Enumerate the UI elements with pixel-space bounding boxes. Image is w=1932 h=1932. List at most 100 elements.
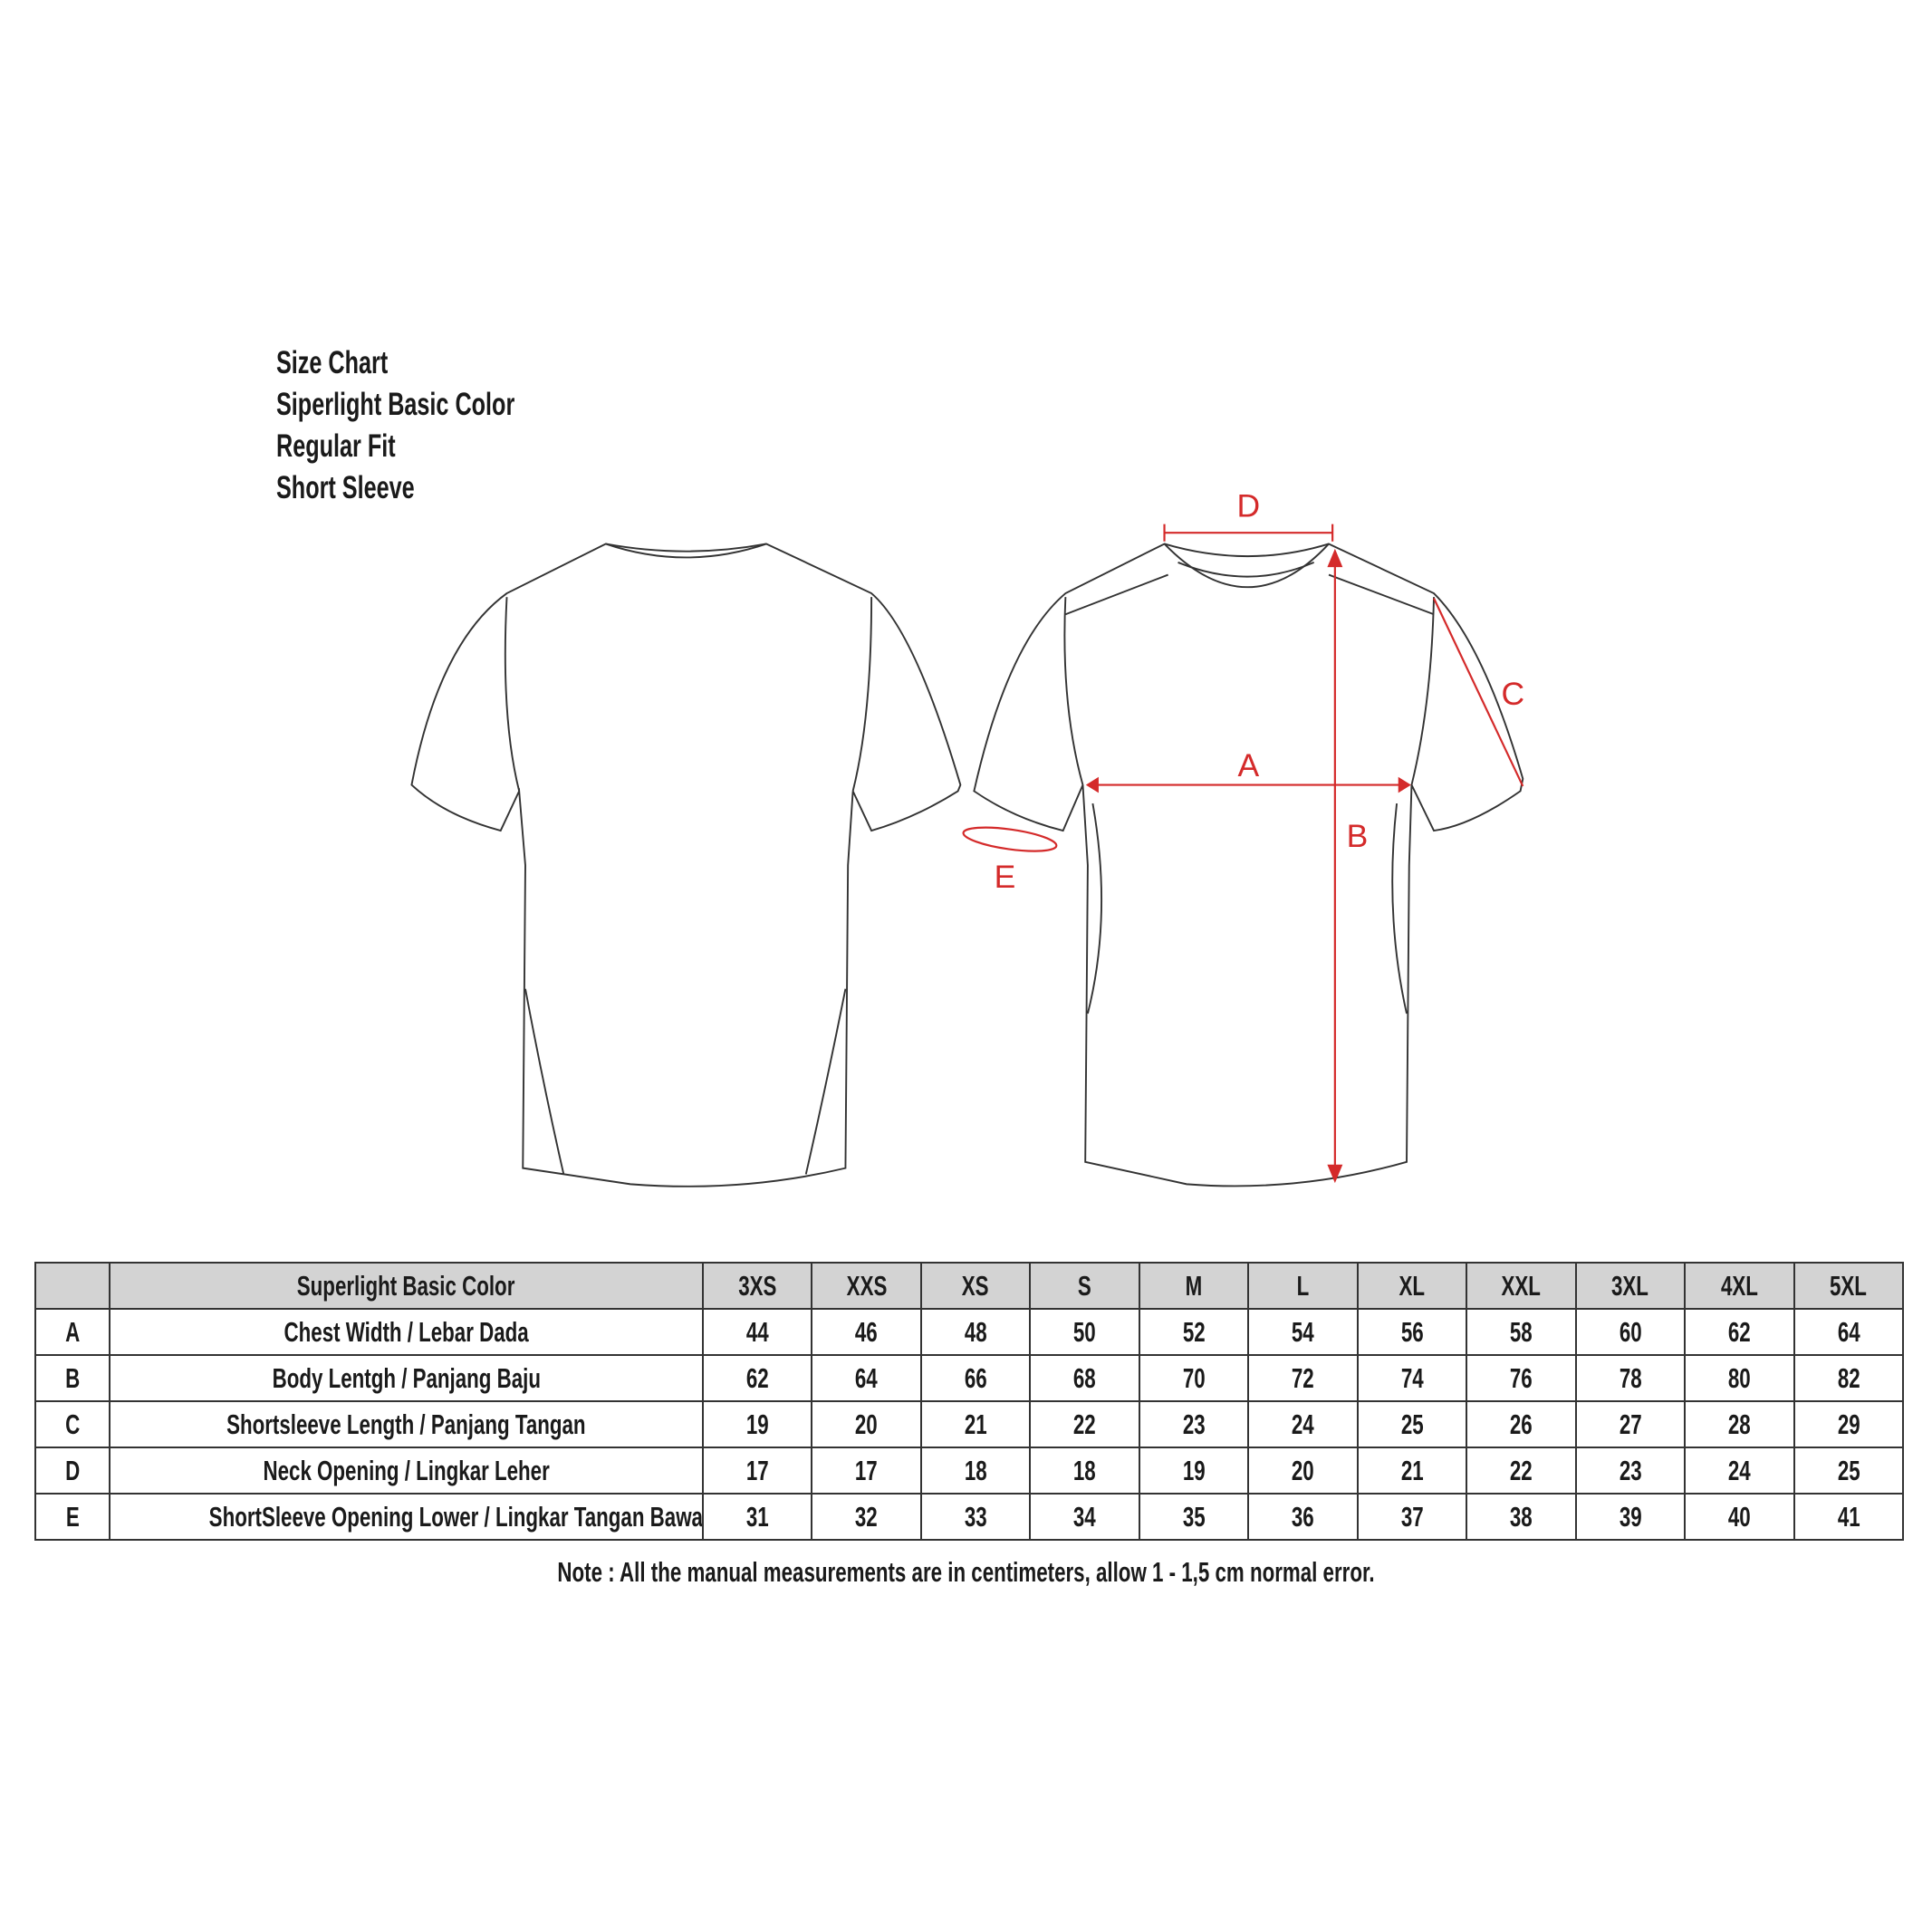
size-value: 17 — [811, 1447, 922, 1495]
title-fit: Regular Fit — [276, 428, 396, 464]
size-value: 50 — [1029, 1308, 1140, 1356]
size-value: 68 — [1029, 1354, 1140, 1402]
size-value: 37 — [1356, 1493, 1468, 1541]
size-value: 58 — [1466, 1308, 1577, 1356]
size-value: 22 — [1466, 1447, 1577, 1495]
size-value: 25 — [1356, 1400, 1468, 1448]
size-value: 52 — [1138, 1308, 1250, 1356]
size-value: 21 — [919, 1400, 1032, 1448]
label-b: B — [1347, 818, 1369, 854]
back-shirt-outline — [410, 543, 962, 1187]
label-d: D — [1237, 487, 1261, 524]
size-value: 19 — [1138, 1447, 1250, 1495]
header-size: S — [1029, 1262, 1140, 1310]
size-value: 33 — [919, 1493, 1032, 1541]
size-value: 41 — [1793, 1493, 1905, 1541]
size-value: 23 — [1574, 1447, 1687, 1495]
size-value: 23 — [1138, 1400, 1250, 1448]
header-size: XXL — [1466, 1262, 1577, 1310]
size-value: 56 — [1356, 1308, 1468, 1356]
title-product: Siperlight Basic Color — [276, 387, 515, 422]
size-value: 24 — [1684, 1447, 1795, 1495]
front-shirt-outline — [973, 543, 1524, 1187]
row-code: E — [34, 1493, 111, 1541]
header-size: 4XL — [1684, 1262, 1795, 1310]
size-value: 32 — [811, 1493, 922, 1541]
header-size: 3XS — [701, 1262, 813, 1310]
size-value: 74 — [1356, 1354, 1468, 1402]
size-value: 28 — [1684, 1400, 1795, 1448]
size-value: 70 — [1138, 1354, 1250, 1402]
header-size: XXS — [811, 1262, 922, 1310]
title-sleeve: Short Sleeve — [276, 470, 415, 505]
size-value: 20 — [1247, 1447, 1359, 1495]
header-size: L — [1247, 1262, 1359, 1310]
size-value: 48 — [919, 1308, 1032, 1356]
row-code: A — [34, 1308, 111, 1356]
row-label: ShortSleeve Opening Lower / Lingkar Tang… — [109, 1493, 704, 1541]
note-text: Note : All the manual measurements are i… — [557, 1556, 1375, 1588]
size-value: 64 — [811, 1354, 922, 1402]
size-value: 19 — [701, 1400, 813, 1448]
header-size: XL — [1356, 1262, 1468, 1310]
row-code: D — [34, 1447, 111, 1495]
size-value: 18 — [919, 1447, 1032, 1495]
size-value: 35 — [1138, 1493, 1250, 1541]
size-value: 66 — [919, 1354, 1032, 1402]
size-value: 60 — [1574, 1308, 1687, 1356]
size-value: 36 — [1247, 1493, 1359, 1541]
size-value: 38 — [1466, 1493, 1577, 1541]
size-value: 18 — [1029, 1447, 1140, 1495]
label-a: A — [1237, 747, 1259, 783]
size-value: 24 — [1247, 1400, 1359, 1448]
size-value: 78 — [1574, 1354, 1687, 1402]
measure-e-ellipse — [962, 826, 1058, 852]
size-value: 29 — [1793, 1400, 1905, 1448]
row-code: C — [34, 1400, 111, 1448]
header-size: 3XL — [1574, 1262, 1687, 1310]
size-value: 62 — [701, 1354, 813, 1402]
size-value: 17 — [701, 1447, 813, 1495]
header-size: 5XL — [1793, 1262, 1905, 1310]
size-value: 25 — [1793, 1447, 1905, 1495]
size-value: 22 — [1029, 1400, 1140, 1448]
header-product: Superlight Basic Color — [109, 1262, 704, 1310]
row-code: B — [34, 1354, 111, 1402]
header-size: XS — [919, 1262, 1032, 1310]
header-blank — [34, 1262, 111, 1310]
size-value: 76 — [1466, 1354, 1577, 1402]
size-value: 34 — [1029, 1493, 1140, 1541]
row-label: Body Lentgh / Panjang Baju — [109, 1354, 704, 1402]
size-value: 31 — [701, 1493, 813, 1541]
size-value: 21 — [1356, 1447, 1468, 1495]
size-value: 20 — [811, 1400, 922, 1448]
size-value: 39 — [1574, 1493, 1687, 1541]
size-value: 82 — [1793, 1354, 1905, 1402]
row-label: Chest Width / Lebar Dada — [109, 1308, 704, 1356]
size-value: 80 — [1684, 1354, 1795, 1402]
size-value: 40 — [1684, 1493, 1795, 1541]
measure-c-line — [1433, 598, 1524, 787]
size-value: 54 — [1247, 1308, 1359, 1356]
size-value: 62 — [1684, 1308, 1795, 1356]
title-block: Size Chart Siperlight Basic Color Regula… — [276, 342, 608, 509]
size-value: 64 — [1793, 1308, 1905, 1356]
header-size: M — [1138, 1262, 1250, 1310]
row-label: Shortsleeve Length / Panjang Tangan — [109, 1400, 704, 1448]
label-e: E — [995, 859, 1016, 895]
size-value: 72 — [1247, 1354, 1359, 1402]
title-size-chart: Size Chart — [276, 345, 389, 380]
size-value: 44 — [701, 1308, 813, 1356]
size-value: 26 — [1466, 1400, 1577, 1448]
size-value: 27 — [1574, 1400, 1687, 1448]
label-c: C — [1502, 676, 1525, 712]
row-label: Neck Opening / Lingkar Leher — [109, 1447, 704, 1495]
